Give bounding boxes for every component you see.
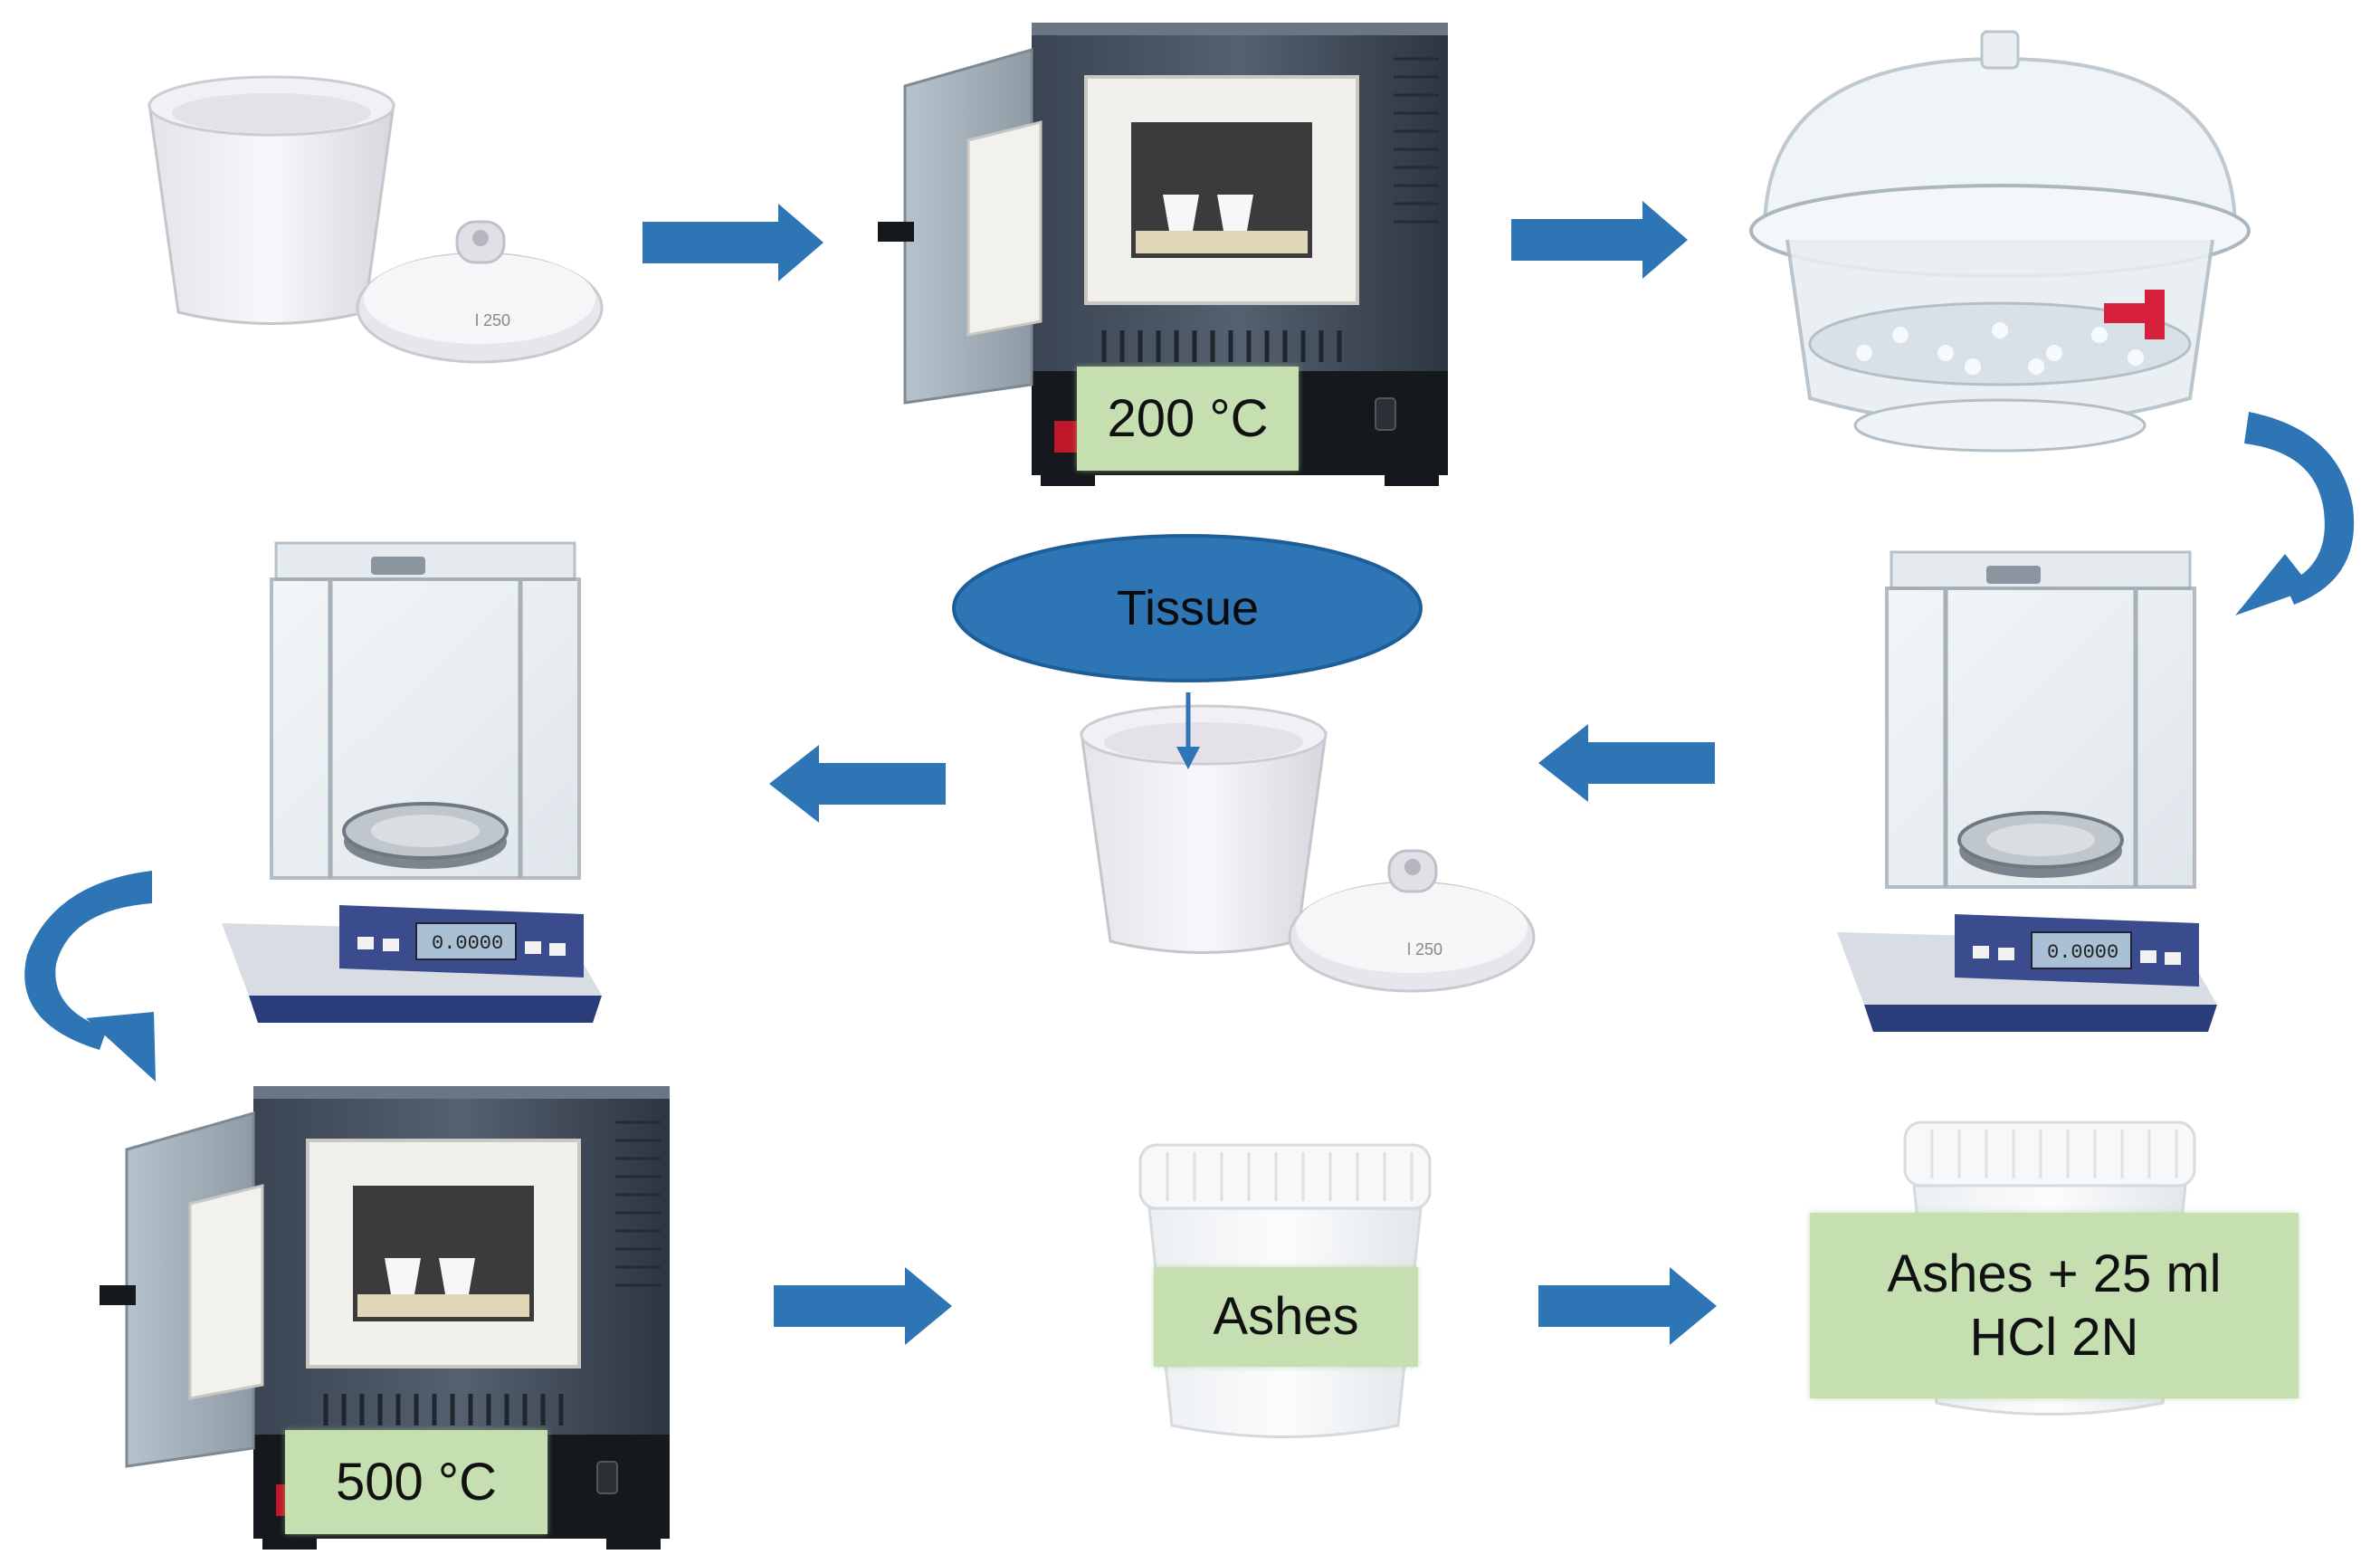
crucible-with-lid-icon <box>1080 704 1536 993</box>
curved-arrow-down-left <box>2235 412 2355 615</box>
arrow-left <box>769 745 946 823</box>
curved-arrow-down-right <box>24 871 156 1082</box>
temp-label-500: 500 °C <box>285 1430 547 1534</box>
ashes-hcl-line2: HCl 2N <box>1969 1307 2139 1367</box>
crucible-with-lid-icon <box>148 75 604 364</box>
ashes-hcl-line1: Ashes + 25 ml <box>1887 1244 2222 1303</box>
arrow-right <box>643 204 823 281</box>
analytical-balance-icon <box>222 543 602 1023</box>
analytical-balance-icon <box>1837 552 2217 1032</box>
temp-label-200: 200 °C <box>1077 367 1299 471</box>
arrow-right <box>1511 201 1688 279</box>
arrow-right <box>1538 1267 1717 1345</box>
ashes-hcl-label: Ashes + 25 ml HCl 2N <box>1810 1213 2299 1398</box>
desiccator-icon <box>1749 30 2251 453</box>
arrow-left <box>1538 724 1715 802</box>
ashes-label: Ashes <box>1154 1267 1418 1367</box>
tissue-ellipse <box>952 534 1423 682</box>
tissue-label: Tissue <box>1116 581 1260 635</box>
arrow-right <box>774 1267 952 1345</box>
arrow-down <box>1176 692 1200 769</box>
